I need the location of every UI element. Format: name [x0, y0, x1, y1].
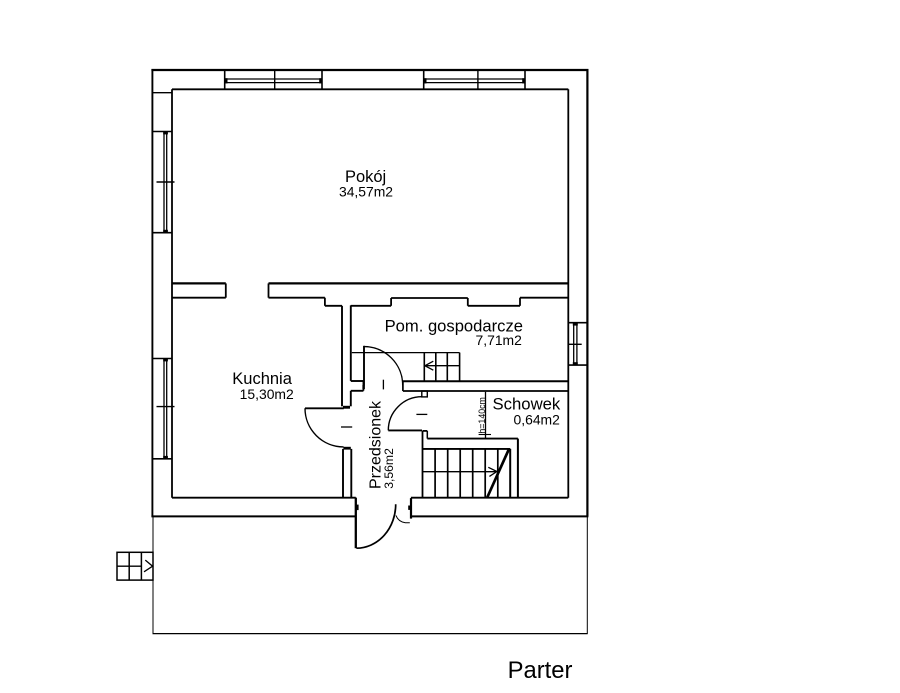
svg-text:7,71m2: 7,71m2	[476, 332, 523, 348]
svg-text:3,56m2: 3,56m2	[382, 448, 396, 489]
svg-text:0,64m2: 0,64m2	[514, 412, 561, 428]
svg-text:Parter: Parter	[508, 657, 573, 684]
svg-text:h=140cm: h=140cm	[477, 397, 487, 433]
svg-text:34,57m2: 34,57m2	[339, 184, 393, 200]
svg-text:Pom. gospodarcze: Pom. gospodarcze	[385, 316, 523, 335]
svg-text:15,30m2: 15,30m2	[240, 386, 294, 402]
svg-text:Kuchnia: Kuchnia	[232, 370, 292, 388]
svg-text:Przedsionek: Przedsionek	[367, 400, 384, 489]
svg-text:Pokój: Pokój	[345, 168, 386, 186]
svg-text:Schowek: Schowek	[493, 395, 561, 414]
